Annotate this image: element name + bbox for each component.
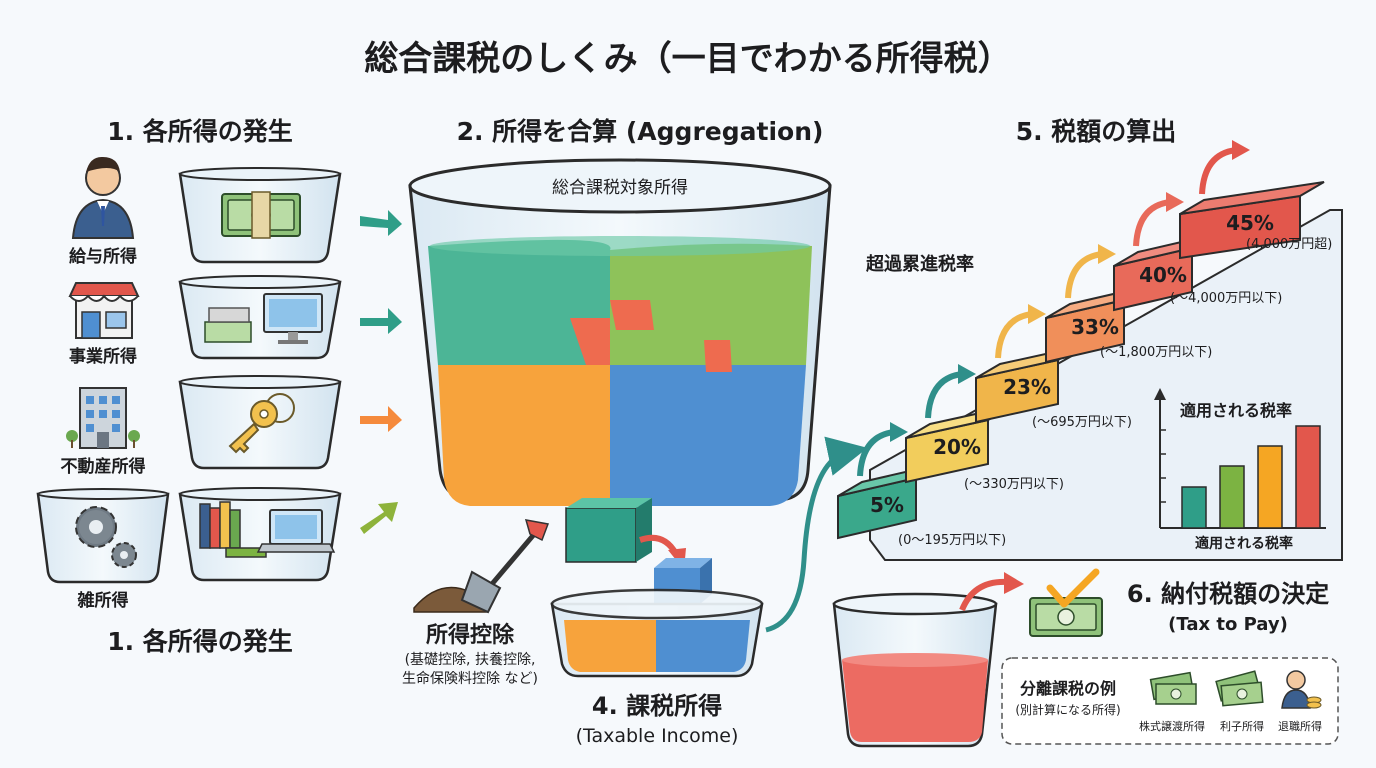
- businessman-icon: [71, 156, 135, 239]
- arrow-to-payment-icon: [959, 578, 1009, 612]
- building-icon: [66, 387, 140, 449]
- tax-step-6: 45% (4,000万円超): [1179, 140, 1332, 260]
- separate-item-interest: 利子所得: [1220, 720, 1264, 733]
- gears-icon: [75, 506, 137, 568]
- step4-subheading: (Taxable Income): [576, 725, 739, 747]
- taxable-income-dish: [550, 588, 764, 678]
- step-up-arrow-icon: [995, 311, 1033, 359]
- applied-rate-chart: 適用される税率 適用される税率: [1154, 388, 1326, 552]
- separate-item-retirement: 退職所得: [1278, 720, 1322, 733]
- tax-range-label: (〜1,800万円以下): [1100, 345, 1212, 360]
- computer-cash-icon: [204, 293, 323, 344]
- cash-check-icon: [1029, 568, 1103, 637]
- step-up-arrow-head-icon: [1166, 192, 1184, 212]
- container-label: 総合課税対象所得: [552, 178, 688, 198]
- deduction-detail-line2: 生命保険料控除 など): [402, 670, 538, 687]
- income-row-business: 事業所得: [68, 275, 342, 367]
- arrow-misc-icon: [360, 502, 398, 534]
- arrow-to-payment-head-icon: [1004, 572, 1024, 594]
- step5-heading: 5. 税額の算出: [1016, 117, 1177, 146]
- mini-bar-3: [1257, 445, 1283, 529]
- arrow-real-estate-icon: [360, 406, 402, 432]
- tax-rate-label: 40%: [1139, 263, 1187, 287]
- step-up-arrow-head-icon: [890, 422, 908, 442]
- mini-bar-1: [1181, 486, 1207, 529]
- tax-rate-label: 33%: [1071, 315, 1119, 339]
- income-label-business: 事業所得: [69, 346, 137, 367]
- tax-range-label: (0〜195万円以下): [898, 533, 1006, 548]
- retiree-icon: [1281, 670, 1322, 709]
- cash-bundle-icon: [221, 191, 301, 239]
- income-row-real-estate: 不動産所得: [61, 375, 342, 477]
- tax-bracket-staircase: 5% (0〜195万円以下) 20% (〜330万円以下) 23% (〜695万円以下) 3…: [837, 140, 1332, 548]
- mini-bar-4: [1295, 425, 1321, 529]
- deduction-detail-line1: (基礎控除, 扶養控除,: [405, 651, 536, 668]
- step2-heading: 2. 所得を合算 (Aggregation): [457, 117, 824, 146]
- books-laptop-icon: [199, 501, 336, 558]
- step-up-arrow-icon: [1199, 147, 1237, 195]
- flow-arrows-step1: [360, 210, 402, 534]
- arrow-salary-icon: [360, 210, 402, 236]
- tax-rate-label: 23%: [1003, 375, 1051, 399]
- money-stack-icon: [1149, 671, 1197, 705]
- step4-heading: 4. 課税所得: [592, 692, 722, 720]
- income-row-salary: 給与所得: [69, 156, 342, 267]
- banknotes-icon: [1215, 670, 1264, 707]
- shop-icon: [68, 282, 140, 339]
- step-up-arrow-head-icon: [958, 364, 976, 384]
- outlet-cube: [565, 498, 652, 563]
- shovel-icon: [413, 519, 550, 614]
- tax-rate-label: 5%: [870, 493, 904, 517]
- separate-item-stock: 株式譲渡所得: [1139, 719, 1205, 733]
- deduction-title: 所得控除: [426, 622, 515, 648]
- tax-step-top: [1179, 181, 1325, 215]
- arrow-business-icon: [360, 308, 402, 334]
- mini-chart-title: 適用される税率: [1180, 401, 1292, 420]
- income-label-misc: 雑所得: [77, 590, 129, 611]
- tax-range-label: (〜695万円以下): [1032, 415, 1132, 430]
- mini-bar-2: [1219, 465, 1245, 529]
- income-row-misc: 雑所得: [36, 487, 342, 611]
- separate-subtitle: (別計算になる所得): [1015, 702, 1120, 717]
- key-icon: [228, 393, 295, 454]
- progressive-rate-label: 超過累進税率: [866, 253, 974, 275]
- aggregated-income-fill: [428, 236, 812, 506]
- separate-title: 分離課税の例: [1020, 679, 1116, 698]
- separate-taxation-box: 分離課税の例 (別計算になる所得) 株式譲渡所得 利子所得 退職所得: [1001, 657, 1339, 745]
- tax-rate-label: 45%: [1226, 211, 1274, 235]
- step-up-arrow-icon: [1133, 199, 1171, 247]
- tax-range-label: (〜330万円以下): [964, 477, 1064, 492]
- page-title: 総合課税のしくみ（一目でわかる所得税）: [364, 39, 1011, 79]
- income-label-real-estate: 不動産所得: [61, 456, 146, 477]
- tax-step-5: 40% (〜4,000万円以下): [1113, 192, 1282, 312]
- connector-to-tax-icon: [765, 436, 868, 633]
- aggregation-container: 総合課税対象所得: [408, 158, 832, 506]
- step-up-arrow-icon: [857, 429, 895, 477]
- mini-chart-xlabel: 適用される税率: [1195, 535, 1293, 552]
- tax-rate-label: 20%: [933, 435, 981, 459]
- step-up-arrow-head-icon: [1232, 140, 1250, 160]
- step6-heading: 6. 納付税額の決定: [1127, 580, 1329, 608]
- tax-range-label: (〜4,000万円以下): [1170, 291, 1282, 306]
- income-label-salary: 給与所得: [69, 246, 137, 267]
- tax-range-label: (4,000万円超): [1246, 237, 1332, 252]
- step-up-arrow-icon: [1065, 251, 1103, 299]
- step1-heading-bottom: 1. 各所得の発生: [107, 627, 293, 656]
- step-up-arrow-icon: [925, 371, 963, 419]
- step-up-arrow-head-icon: [1098, 244, 1116, 264]
- tax-to-pay-glass: [832, 592, 998, 748]
- step1-heading: 1. 各所得の発生: [107, 117, 293, 146]
- step6-subheading: (Tax to Pay): [1168, 614, 1288, 635]
- step-up-arrow-head-icon: [1028, 304, 1046, 324]
